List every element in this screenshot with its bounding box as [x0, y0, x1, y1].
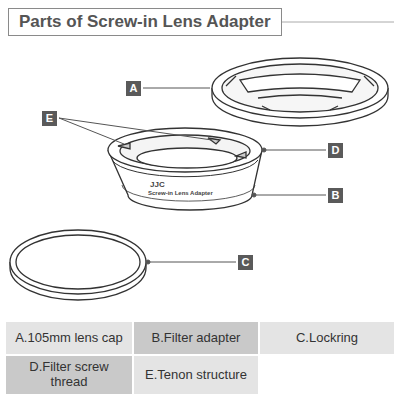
- product-print: Screw-in Lens Adapter: [148, 190, 213, 196]
- cell-text: B.Filter adapter: [152, 331, 241, 346]
- table-cell: E.Tenon structure: [134, 356, 258, 394]
- table-cell: B.Filter adapter: [134, 322, 258, 354]
- table-cell: A.105mm lens cap: [6, 322, 132, 354]
- cell-text: C.Lockring: [296, 331, 358, 346]
- cell-text: A.105mm lens cap: [15, 331, 123, 346]
- callout-letter: B: [328, 188, 343, 203]
- callout-letter: D: [328, 143, 343, 158]
- callout-letter: A: [126, 81, 141, 96]
- callout-text: A: [130, 82, 138, 94]
- callout-letter: E: [42, 111, 57, 126]
- callout-text: D: [332, 144, 340, 156]
- callout-text: C: [242, 256, 250, 268]
- diagram-title: Parts of Screw-in Lens Adapter: [8, 8, 282, 36]
- table-cell: C.Lockring: [260, 322, 394, 354]
- cell-text: D.Filter screw thread: [10, 360, 128, 390]
- brand-mark: JJC: [150, 180, 165, 189]
- table-cell: D.Filter screw thread: [6, 356, 132, 394]
- callout-text: B: [332, 189, 340, 201]
- callout-text: E: [46, 112, 53, 124]
- cell-text: E.Tenon structure: [145, 368, 247, 383]
- callout-letter: C: [238, 255, 253, 270]
